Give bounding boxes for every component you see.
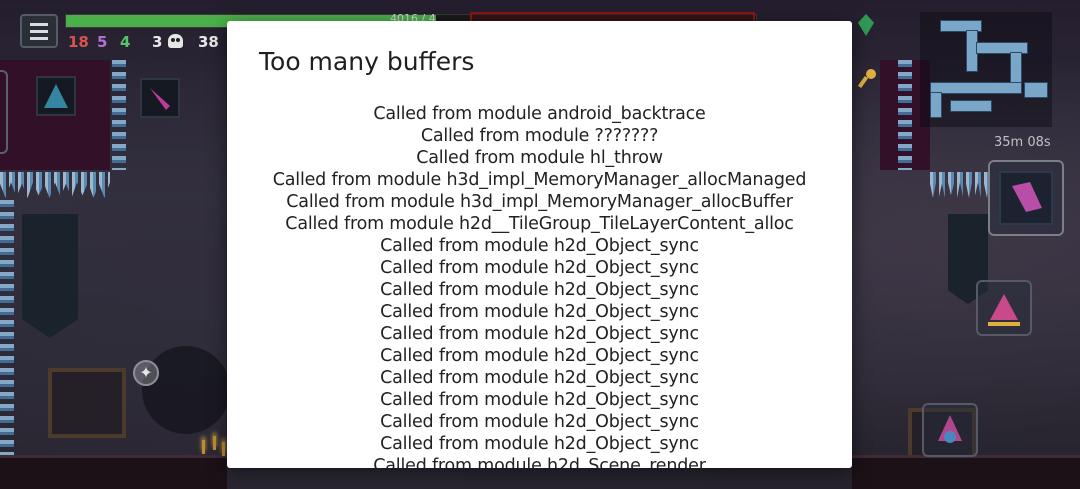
stack-trace-line: Called from module h2d_Object_sync	[380, 280, 699, 300]
skill-slot-left[interactable]	[36, 76, 76, 116]
skull-icon	[168, 34, 183, 48]
ice-wall-left	[0, 200, 14, 460]
dagger-icon	[150, 88, 170, 110]
stack-trace-line: Called from module h2d_Object_sync	[380, 390, 699, 410]
figure-icon	[938, 415, 962, 443]
skill-button-primary[interactable]	[976, 280, 1032, 336]
stack-trace-line: Called from module h2d_Object_sync	[380, 236, 699, 256]
joystick-area[interactable]	[142, 346, 230, 434]
dialog-title: Too many buffers	[259, 47, 475, 76]
stack-trace-line: Called from module h2d_Object_sync	[380, 302, 699, 322]
triangle-icon	[44, 84, 68, 108]
arm-icon	[999, 171, 1053, 225]
stat-tactics: 5	[97, 33, 108, 51]
stack-trace: Called from module android_backtrace Cal…	[227, 103, 852, 468]
left-edge-button[interactable]	[0, 70, 8, 154]
stack-trace-line: Called from module h2d_Object_sync	[380, 258, 699, 278]
key-icon	[858, 69, 876, 89]
run-timer: 35m 08s	[994, 135, 1051, 150]
minimap[interactable]	[920, 12, 1052, 127]
skill-slot-right[interactable]	[140, 78, 180, 118]
stack-trace-line: Called from module hl_throw	[416, 148, 663, 168]
stack-trace-line: Called from module h2d_Object_sync	[380, 434, 699, 454]
stack-trace-line: Called from module h2d_Object_sync	[380, 368, 699, 388]
item-slot-top-right[interactable]	[988, 160, 1064, 236]
stat-curse-count: 3	[152, 33, 163, 51]
stack-trace-line: Called from module android_backtrace	[373, 104, 706, 124]
error-dialog: Too many buffers Called from module andr…	[227, 21, 852, 468]
candle	[202, 440, 205, 454]
stack-trace-line: Called from module ???????	[420, 126, 659, 146]
floor-left	[0, 455, 227, 489]
stack-trace-line: Called from module h3d_impl_MemoryManage…	[286, 192, 793, 212]
figure-icon	[988, 294, 1020, 326]
stack-trace-line: Called from module h2d__TileGroup_TileLa…	[285, 214, 794, 234]
candle	[222, 442, 225, 456]
banner-left	[22, 214, 78, 338]
stack-trace-line: Called from module h2d_Object_sync	[380, 346, 699, 366]
stack-trace-line: Called from module h2d_Scene_render	[373, 456, 706, 468]
ice-wall-right	[898, 60, 912, 170]
stack-trace-line: Called from module h2d_Object_sync	[380, 324, 699, 344]
ice-wall-mid	[112, 60, 126, 170]
stat-survival: 4	[120, 33, 131, 51]
stat-brutality: 18	[68, 33, 89, 51]
joystick-plus-icon[interactable]: ✦	[133, 360, 159, 386]
menu-button[interactable]	[20, 14, 58, 48]
skill-button-secondary[interactable]	[922, 403, 978, 457]
stack-trace-line: Called from module h2d_Object_sync	[380, 412, 699, 432]
painting-left	[48, 368, 126, 438]
candle	[213, 436, 216, 450]
stat-cells: 38	[198, 33, 219, 51]
stack-trace-line: Called from module h3d_impl_MemoryManage…	[272, 170, 807, 190]
